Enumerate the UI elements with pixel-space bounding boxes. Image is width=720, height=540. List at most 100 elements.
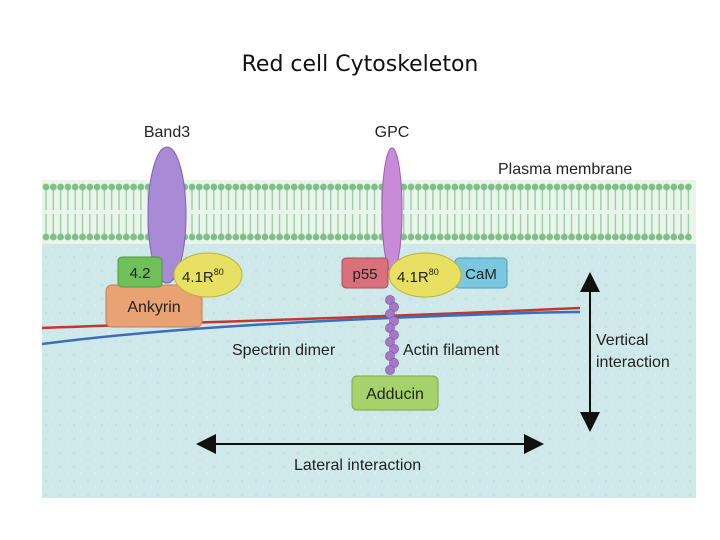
lipid-head [575,183,583,191]
lipid-head [560,183,568,191]
adducin-label: Adducin [366,386,424,403]
lipid-head [400,233,408,241]
band3-label: Band3 [144,124,190,141]
lipid-head [276,183,283,191]
lipid-head [283,183,291,191]
lipid-head [115,233,123,241]
lipid-head [290,183,298,191]
lipid-head [356,233,364,241]
lipid-head [42,183,50,191]
lipid-head [655,183,663,191]
lipid-head [225,233,232,241]
lipid-head [626,233,634,241]
lipid-head [57,233,64,241]
lipid-head [217,233,225,241]
plasma-membrane-label: Plasma membrane [498,161,632,178]
lipid-head [444,183,451,191]
lipid-head [677,233,685,241]
lipid-head [619,183,627,191]
lipid-head [495,183,502,191]
protein-4-1r-right-main: 4.1R [397,269,429,286]
lipid-head [568,233,575,241]
lipid-head [466,233,473,241]
lipid-head [341,183,349,191]
lipid-head [203,233,211,241]
lipid-head [101,183,108,191]
lipid-head [582,233,590,241]
vertical-label-line1: Vertical [596,332,648,349]
lipid-head [451,233,459,241]
protein-4-1r-right-sup: 80 [429,267,439,277]
band3-protein [147,146,187,284]
protein-4-1r-left [173,252,243,298]
lipid-head [363,233,371,241]
lipid-head [685,183,692,191]
lipid-head [334,233,342,241]
lipid-head [312,233,320,241]
lipid-head [254,183,262,191]
lipid-head [298,183,305,191]
lipid-head [473,183,481,191]
lipid-head [553,233,561,241]
lipid-head [371,233,378,241]
lipid-head [400,183,408,191]
lipid-head [239,183,247,191]
lipid-head [232,183,240,191]
lipid-head [268,233,276,241]
lipid-head [137,233,145,241]
lateral-interaction-label: Lateral interaction [294,457,421,474]
lipid-head [298,233,305,241]
protein-4-1r-right-label: 4.1R80 [397,267,439,286]
lipid-head [539,183,546,191]
cam-label: CaM [465,266,497,283]
lipid-head [604,233,612,241]
lipid-head [305,183,313,191]
lipid-head [210,183,218,191]
lipid-head [436,183,444,191]
lipid-head [553,183,561,191]
lipid-head [276,233,283,241]
lipid-head [575,233,583,241]
lipid-head [422,183,429,191]
lipid-head [371,183,378,191]
protein-4-1r-right [388,252,462,298]
lipid-head [115,183,123,191]
lipid-head [363,183,371,191]
plasma-membrane-bilayer [42,180,696,244]
lipid-head [195,183,203,191]
vertical-label-line2: interaction [596,354,670,371]
lipid-head [612,183,619,191]
lipid-head [320,183,327,191]
lipid-head [524,183,532,191]
lipid-head [590,233,597,241]
protein-4-1r-left-label: 4.1R80 [182,267,224,286]
lipid-head [663,233,670,241]
lipid-head [612,233,619,241]
lipid-head [429,183,437,191]
lipid-head [633,183,641,191]
lipid-head [487,233,495,241]
lipid-head [57,183,64,191]
lipid-head [42,233,50,241]
vertical-interaction-label: Vertical interaction [596,332,670,371]
lipid-head [641,183,648,191]
lipid-head [509,233,517,241]
lipid-head [670,183,678,191]
lipid-head [122,233,130,241]
lipid-head [283,233,291,241]
actin-filament-label: Actin filament [403,342,500,359]
lipid-head [568,183,575,191]
lipid-head [239,233,247,241]
lipid-head [531,233,539,241]
lipid-head [71,183,79,191]
lipid-head [137,183,145,191]
lipid-head [502,183,510,191]
lipid-head [487,183,495,191]
actin-filament [385,295,399,375]
lipid-head [217,183,225,191]
lipid-head [86,233,94,241]
lipid-head [509,183,517,191]
lipid-head [648,233,656,241]
lipid-head [130,233,138,241]
lipid-head [444,233,451,241]
